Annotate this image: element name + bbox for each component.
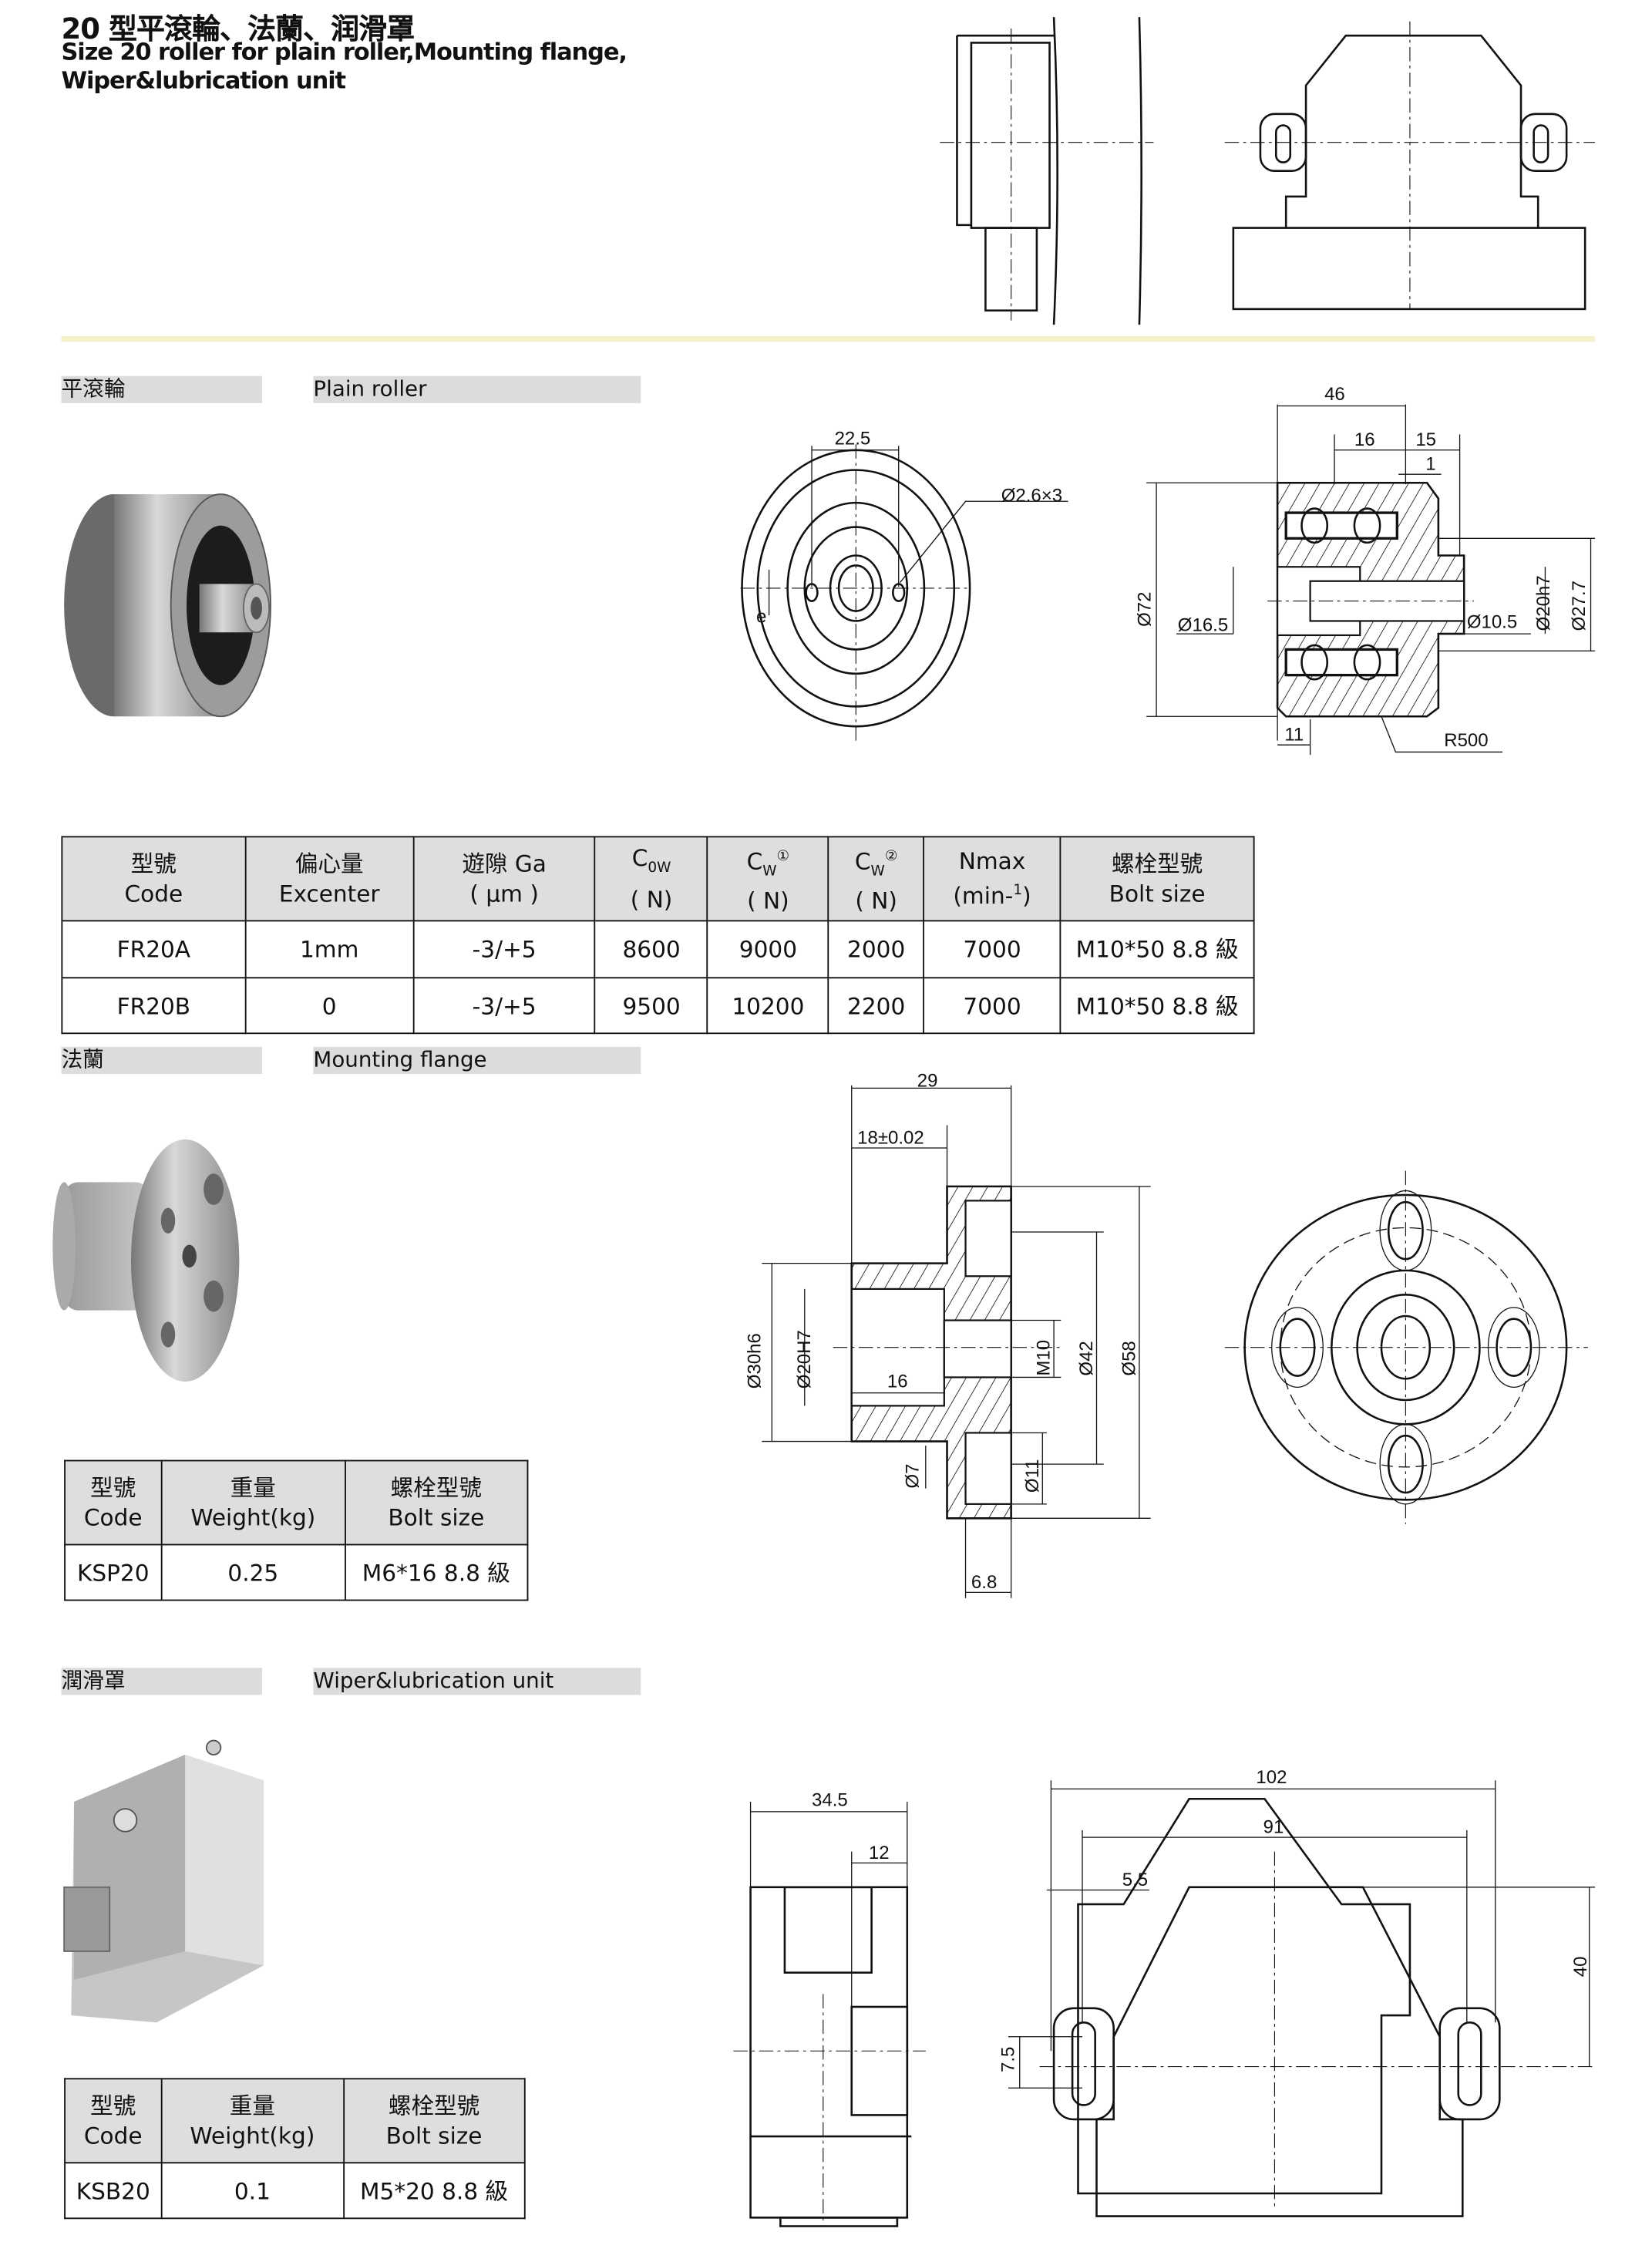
dim-6-8: 6.8 — [971, 1572, 997, 1593]
col-c0w: C0W( N) — [594, 836, 708, 922]
dim-d72: Ø72 — [1135, 591, 1156, 626]
cell: 8600 — [594, 920, 708, 979]
section-label-plain-roller-en: Plain roller — [313, 375, 641, 403]
dim-r500: R500 — [1444, 730, 1488, 751]
dim-12: 12 — [869, 1843, 890, 1863]
col-cw2: CW②( N) — [827, 836, 925, 922]
divider — [61, 335, 1596, 342]
page-title-en: Size 20 roller for plain roller,Mounting… — [61, 38, 627, 66]
dim-34-5: 34.5 — [812, 1790, 848, 1811]
dim-40: 40 — [1570, 1956, 1591, 1977]
dim-m10: M10 — [1034, 1340, 1055, 1376]
wiper-front-view: 102 91 5.5 40 7.5 — [998, 1767, 1596, 2217]
dim-d27-7: Ø27.7 — [1569, 581, 1590, 631]
col-cw1: CW①( N) — [707, 836, 829, 922]
dim-d42: Ø42 — [1076, 1341, 1097, 1375]
dim-16: 16 — [1354, 429, 1375, 450]
dim-11: 11 — [1284, 725, 1304, 746]
cell: 2000 — [827, 920, 925, 979]
roller-section-view: 46 16 15 1 Ø72 Ø16.5 Ø10.5 Ø20h7 Ø27.7 1… — [1135, 384, 1596, 756]
dim-1: 1 — [1425, 454, 1435, 475]
wiper-photo — [63, 1739, 264, 2023]
dim-22-5: 22.5 — [835, 428, 871, 449]
dim-d30h6: Ø30h6 — [745, 1333, 765, 1389]
dim-d20h7: Ø20H7 — [794, 1330, 815, 1389]
cell: 2200 — [827, 977, 925, 1035]
section-label-plain-roller-cn: 平滾輪 — [61, 375, 262, 403]
dim-18: 18±0.02 — [857, 1127, 924, 1148]
dim-46: 46 — [1324, 384, 1345, 405]
section-label-flange-en: Mounting flange — [313, 1046, 641, 1074]
dim-d10-5: Ø10.5 — [1467, 612, 1517, 633]
cell: KSB20 — [64, 2162, 163, 2220]
plain-roller-photo — [64, 493, 271, 718]
dim-e: e — [756, 606, 766, 627]
col-clearance: 遊隙 Ga( μm ) — [412, 836, 597, 922]
dim-d7: Ø7 — [903, 1464, 924, 1489]
cell: 7000 — [923, 977, 1062, 1035]
page-title-cn: 20 型平滾輪、法蘭、润滑罩 — [61, 11, 415, 46]
dim-29: 29 — [917, 1071, 938, 1092]
section-label-flange-cn: 法蘭 — [61, 1046, 262, 1074]
wiper-side-view: 34.5 12 — [733, 1790, 926, 2227]
dim-d16-5: Ø16.5 — [1178, 614, 1228, 635]
cell: 0 — [244, 977, 415, 1035]
dim-5-5: 5.5 — [1122, 1870, 1148, 1890]
dim-91: 91 — [1263, 1817, 1284, 1838]
cell: FR20B — [61, 977, 247, 1035]
cell: 7000 — [923, 920, 1062, 979]
cell: 9500 — [594, 977, 708, 1035]
cell: M10*50 8.8 級 — [1059, 977, 1255, 1035]
cell: 0.1 — [160, 2162, 345, 2220]
flange-photo — [52, 1139, 240, 1382]
cell: 0.25 — [160, 1543, 346, 1601]
dim-15: 15 — [1415, 429, 1436, 450]
dim-7-5: 7.5 — [998, 2047, 1018, 2072]
cell: 9000 — [707, 920, 829, 979]
dim-16: 16 — [887, 1371, 908, 1392]
cell: M5*20 8.8 級 — [342, 2162, 526, 2220]
cell: KSP20 — [64, 1543, 163, 1601]
col-nmax: Nmax(min-1) — [923, 836, 1062, 922]
flange-front-view — [1224, 1170, 1588, 1524]
cell: M6*16 8.8 級 — [344, 1543, 529, 1601]
section-label-wiper-en: Wiper&lubrication unit — [313, 1668, 641, 1695]
dim-102: 102 — [1256, 1767, 1287, 1788]
flange-section-view: 29 18±0.02 Ø30h6 Ø20H7 16 M10 Ø42 Ø58 Ø7… — [745, 1071, 1151, 1598]
dim-d20h7: Ø20h7 — [1533, 575, 1554, 631]
assembly-front-view — [1224, 21, 1596, 311]
cell: 10200 — [707, 977, 829, 1035]
page-title-en-2: Wiper&lubrication unit — [61, 66, 346, 94]
roller-front-view: 22.5 Ø2.6×3 e — [740, 428, 1068, 744]
cell: FR20A — [61, 920, 247, 979]
assembly-side-view — [940, 17, 1154, 325]
cell: M10*50 8.8 級 — [1059, 920, 1255, 979]
section-label-wiper-cn: 潤滑罩 — [61, 1668, 262, 1695]
dim-d58: Ø58 — [1119, 1341, 1139, 1375]
cell: -3/+5 — [412, 977, 597, 1035]
cell: 1mm — [244, 920, 415, 979]
dim-d11: Ø11 — [1022, 1459, 1043, 1493]
cell: -3/+5 — [412, 920, 597, 979]
dim-holes: Ø2.6×3 — [1001, 485, 1062, 506]
